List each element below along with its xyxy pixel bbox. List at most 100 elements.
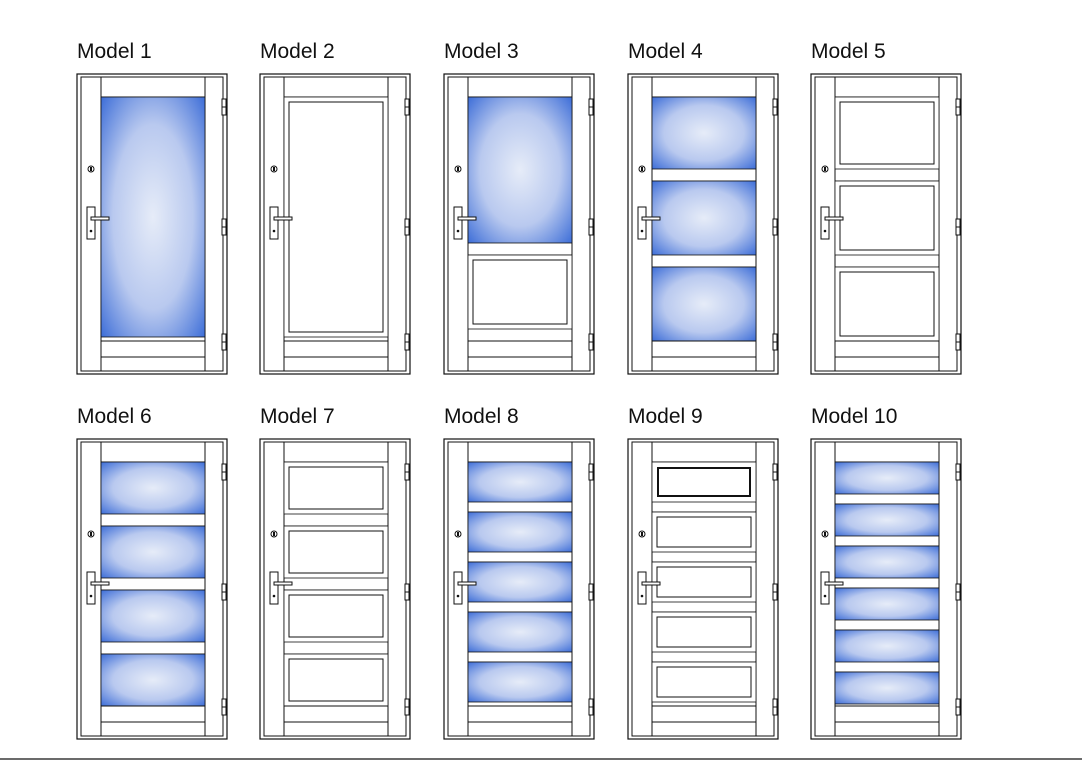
cylinder-lock-icon <box>87 530 95 538</box>
panel-inner-molding <box>472 259 568 325</box>
glass-panel <box>100 461 206 515</box>
cylinder-lock-icon <box>821 530 829 538</box>
hinge-icon <box>955 333 961 351</box>
door-model-title: Model 1 <box>77 40 152 63</box>
hinge-icon <box>404 583 410 601</box>
hinge-icon <box>404 463 410 481</box>
glass-panel <box>651 266 757 342</box>
wood-panel <box>834 96 940 170</box>
glass-panel <box>100 525 206 579</box>
hinge-icon <box>404 333 410 351</box>
panel-inner-molding <box>288 658 384 702</box>
wood-panel <box>651 611 757 653</box>
hinge-icon <box>588 698 594 716</box>
glass-panel <box>834 587 940 621</box>
cylinder-lock-icon <box>638 530 646 538</box>
wood-panel <box>651 661 757 703</box>
glass-panel <box>467 661 573 703</box>
door-model-title: Model 3 <box>444 40 519 63</box>
door-drawing <box>810 438 962 740</box>
door-model-card: Model 7 <box>258 405 418 749</box>
hinge-icon <box>955 218 961 236</box>
glass-panel <box>834 629 940 663</box>
cylinder-lock-icon <box>270 165 278 173</box>
hinge-icon <box>955 698 961 716</box>
door-model-card: Model 9 <box>626 405 786 749</box>
door-model-title: Model 6 <box>77 405 152 428</box>
door-model-title: Model 9 <box>628 405 703 428</box>
hinge-icon <box>955 463 961 481</box>
lever-handle-icon <box>820 571 844 605</box>
door-model-card: Model 10 <box>809 405 969 749</box>
panel-inner-molding <box>656 666 752 698</box>
hinge-icon <box>955 98 961 116</box>
lever-handle-icon <box>637 206 661 240</box>
panel-inner-molding <box>656 616 752 648</box>
panel-inner-molding <box>288 530 384 574</box>
panel-inner-molding <box>839 271 935 337</box>
lever-handle-icon <box>637 571 661 605</box>
hinge-icon <box>772 698 778 716</box>
door-model-card: Model 2 <box>258 40 418 384</box>
door-model-card: Model 6 <box>75 405 235 749</box>
cylinder-lock-icon <box>821 165 829 173</box>
door-drawing <box>443 73 595 375</box>
glass-panel <box>100 589 206 643</box>
hinge-icon <box>221 463 227 481</box>
lever-handle-icon <box>453 206 477 240</box>
door-drawing <box>259 73 411 375</box>
cylinder-lock-icon <box>454 165 462 173</box>
door-drawing <box>627 438 779 740</box>
glass-panel <box>834 461 940 495</box>
hinge-icon <box>955 583 961 601</box>
hinge-icon <box>588 463 594 481</box>
hinge-icon <box>772 98 778 116</box>
door-model-card: Model 1 <box>75 40 235 384</box>
hinge-icon <box>221 218 227 236</box>
door-model-title: Model 8 <box>444 405 519 428</box>
panel-inner-molding <box>656 516 752 548</box>
glass-panel <box>834 671 940 705</box>
hinge-icon <box>772 333 778 351</box>
glass-panel <box>467 511 573 553</box>
hinge-icon <box>772 463 778 481</box>
hinge-icon <box>588 218 594 236</box>
lever-handle-icon <box>269 571 293 605</box>
hinge-icon <box>772 583 778 601</box>
bottom-divider <box>0 758 1082 760</box>
glass-panel <box>834 545 940 579</box>
wood-panel <box>283 525 389 579</box>
door-model-title: Model 4 <box>628 40 703 63</box>
door-drawing <box>259 438 411 740</box>
hinge-icon <box>404 218 410 236</box>
door-drawing <box>627 73 779 375</box>
glass-panel <box>834 503 940 537</box>
door-model-title: Model 2 <box>260 40 335 63</box>
glass-panel <box>467 461 573 503</box>
glass-panel <box>651 96 757 170</box>
hinge-icon <box>588 583 594 601</box>
lever-handle-icon <box>820 206 844 240</box>
wood-panel <box>834 266 940 342</box>
door-model-card: Model 8 <box>442 405 602 749</box>
wood-panel <box>283 589 389 643</box>
glass-panel <box>467 561 573 603</box>
glass-panel <box>651 180 757 256</box>
panel-inner-molding <box>657 467 751 497</box>
lever-handle-icon <box>86 571 110 605</box>
hinge-icon <box>221 698 227 716</box>
hinge-icon <box>404 98 410 116</box>
glass-panel <box>100 96 206 338</box>
panel-inner-molding <box>288 594 384 638</box>
wood-panel <box>651 561 757 603</box>
wood-panel <box>283 461 389 515</box>
wood-panel <box>834 180 940 256</box>
cylinder-lock-icon <box>87 165 95 173</box>
wood-panel <box>283 96 389 338</box>
wood-panel <box>283 653 389 707</box>
hinge-icon <box>221 333 227 351</box>
glass-panel <box>467 96 573 244</box>
cylinder-lock-icon <box>454 530 462 538</box>
lever-handle-icon <box>86 206 110 240</box>
hinge-icon <box>588 98 594 116</box>
